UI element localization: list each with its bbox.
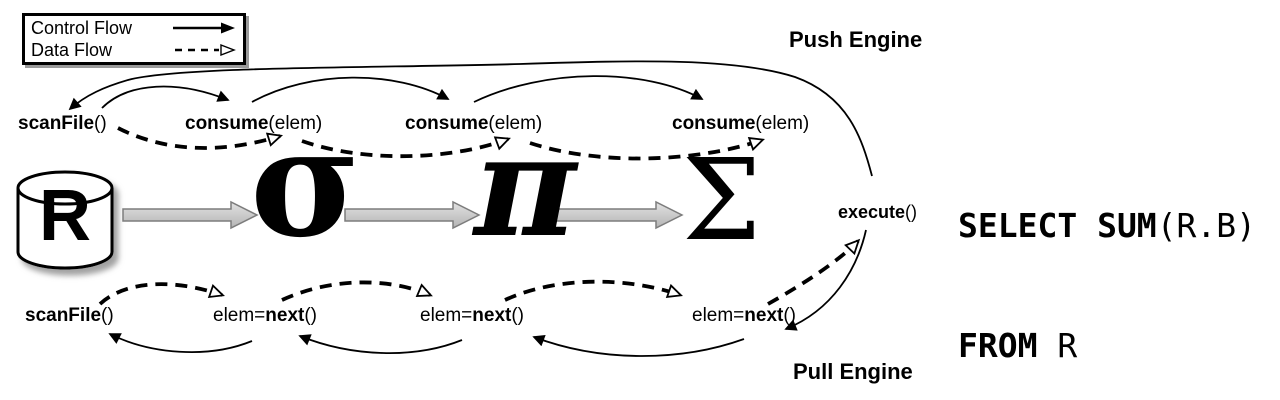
push-control-consume2-to-consume3 (473, 75, 704, 103)
push-control-scanfile-to-consume1 (101, 85, 230, 109)
pull-data-next2-to-next3 (504, 279, 683, 302)
pull-data-next3-to-execute (767, 238, 861, 306)
legend-data-flow-label: Data Flow (31, 40, 113, 60)
pull-control-next3-to-next2 (532, 334, 745, 357)
push-call-consume-3: consume(elem) (672, 113, 810, 134)
pull-control-next2-to-next1 (298, 334, 463, 354)
push-data-consume2-to-consume3 (529, 137, 765, 161)
relation-r-label: R (39, 176, 91, 256)
pull-call-next-3: elem=next() (692, 305, 797, 326)
push-call-scanfile: scanFile() (18, 113, 107, 134)
pull-engine-title: Pull Engine (793, 359, 913, 384)
projection-operator-pi: π (474, 105, 577, 269)
pipeline-arrow-pi-to-sum-icon (547, 200, 684, 230)
pull-data-next1-to-next2 (281, 280, 433, 302)
sql-query: SELECT SUM(R.B) FROM R WHERE R.A < 10 (958, 126, 1256, 400)
control-flow-arrow-icon (173, 22, 235, 34)
legend-row-data-flow: Data Flow (31, 39, 237, 61)
database-cylinder-icon (16, 170, 114, 270)
push-control-execute-to-scanfile (68, 60, 873, 177)
push-engine-title: Push Engine (789, 27, 923, 52)
pull-control-execute-to-next3 (784, 229, 867, 331)
push-data-consume1-to-consume2 (301, 136, 511, 159)
aggregation-operator-sum: Σ (682, 136, 762, 266)
push-call-consume-2: consume(elem) (405, 113, 543, 134)
pipeline-arrow-sigma-to-pi-icon (344, 200, 481, 230)
selection-operator-sigma: σ (250, 95, 361, 271)
legend-row-control-flow: Control Flow (31, 17, 237, 39)
push-call-consume-1: consume(elem) (185, 113, 323, 134)
legend-box: Control Flow Data Flow (22, 13, 246, 65)
pull-data-scanfile-to-next1 (98, 282, 225, 306)
sql-line-from: FROM R (958, 326, 1078, 365)
data-flow-arrow-icon (175, 44, 236, 56)
push-control-consume1-to-consume2 (251, 76, 450, 103)
pipeline-arrow-r-to-sigma-icon (122, 200, 259, 230)
legend-control-flow-label: Control Flow (31, 18, 133, 38)
push-data-scanfile-to-consume1 (117, 126, 284, 150)
pull-call-next-1: elem=next() (213, 305, 318, 326)
pull-call-next-2: elem=next() (420, 305, 525, 326)
pull-control-next1-to-scanfile (108, 333, 253, 353)
execute-call: execute() (838, 202, 918, 222)
sql-line-select: SELECT SUM(R.B) (958, 206, 1257, 245)
pull-call-scanfile: scanFile() (25, 305, 114, 326)
